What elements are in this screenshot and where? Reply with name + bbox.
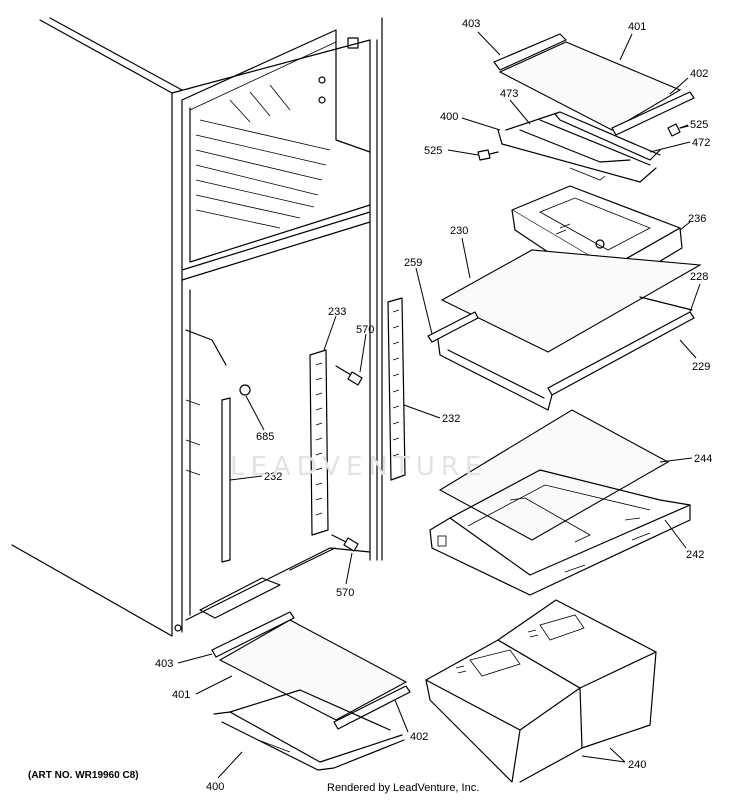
callout-242: 242 [686,549,704,561]
callout-472: 472 [692,137,710,149]
screw-570-bottom [331,534,359,552]
callout-400-bottom: 400 [206,781,224,793]
leader-lines [177,31,701,779]
callout-230: 230 [450,225,468,237]
callout-232-right: 232 [442,413,460,425]
shelf-rail-233 [309,349,329,536]
callout-240: 240 [628,759,646,771]
callout-525-right: 525 [690,119,708,131]
callout-401-top: 401 [628,21,646,33]
callout-400-top: 400 [440,111,458,123]
rendered-by-credit: Rendered by LeadVenture, Inc. [327,782,480,794]
callout-403-top: 403 [462,18,480,30]
callout-401-bottom: 401 [172,689,190,701]
shelf-rail-232 [387,297,406,481]
callout-402-bottom: 402 [410,731,428,743]
refrigerator-cabinet [11,17,383,637]
crisper-cover-244 [438,409,670,541]
screw-570-top [335,365,363,386]
callout-labels: 403 401 402 473 400 525 525 472 236 230 … [155,18,712,793]
callout-229: 229 [692,361,710,373]
callout-259: 259 [404,257,422,269]
callout-228: 228 [690,271,708,283]
callout-233: 233 [328,306,346,318]
callout-525-left: 525 [424,145,442,157]
callout-244: 244 [694,453,712,465]
callout-402-top: 402 [690,68,708,80]
callout-570-bottom: 570 [336,587,354,599]
callout-570-top: 570 [356,324,374,336]
crisper-drawers-240 [425,599,657,783]
callout-236: 236 [688,213,706,225]
callout-473: 473 [500,88,518,100]
callout-685: 685 [256,431,274,443]
crisper-frame-242 [429,469,691,596]
bottom-glass-shelf-assembly [211,611,411,771]
callout-232-left: 232 [264,471,282,483]
top-glass-shelf-assembly [477,33,695,183]
callout-403-bottom: 403 [155,658,173,670]
art-number: (ART NO. WR19960 C8) [28,770,139,781]
middle-glass-shelf [427,249,702,411]
watermark: LEADVENTURE [230,452,488,482]
